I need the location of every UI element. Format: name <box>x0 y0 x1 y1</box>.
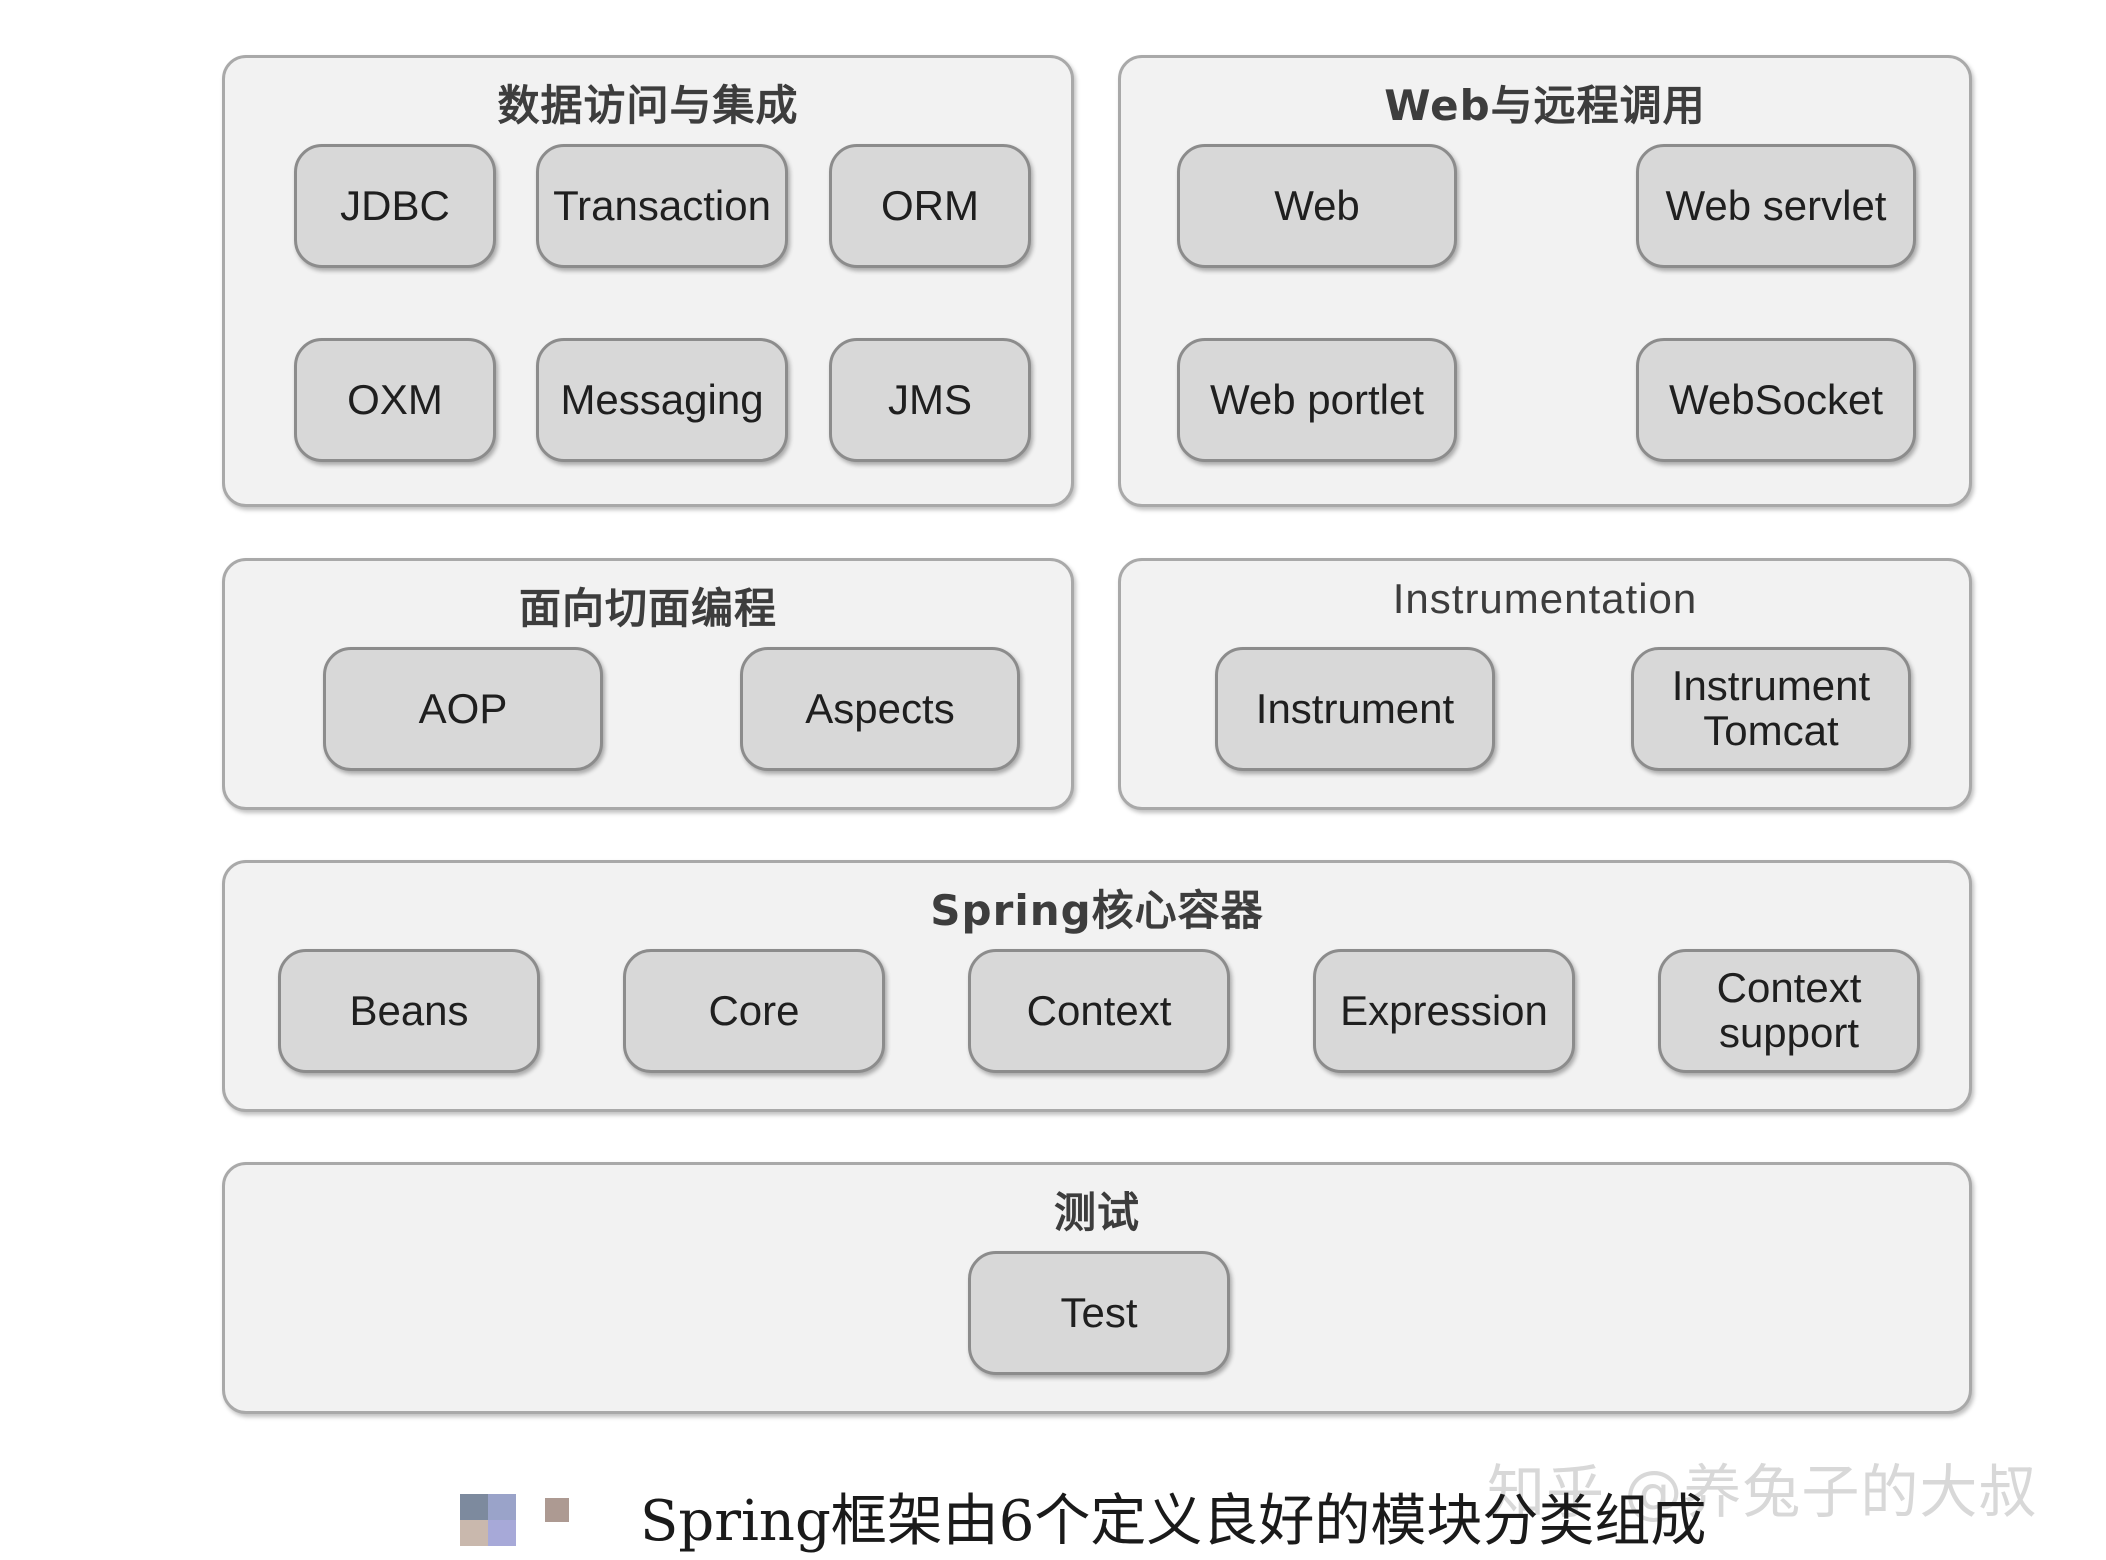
module-test: Test <box>968 1251 1230 1375</box>
caption-marker-icon <box>460 1494 516 1546</box>
group-title-data-access: 数据访问与集成 <box>497 81 799 130</box>
module-aop: AOP <box>323 647 603 771</box>
group-instrumentation: Instrumentation Instrument Instrument To… <box>1118 558 1972 810</box>
group-title-web: Web与远程调用 <box>1384 81 1706 130</box>
module-jdbc: JDBC <box>294 144 496 268</box>
module-jms: JMS <box>829 338 1031 462</box>
figure-caption: Spring框架由6个定义良好的模块分类组成 <box>0 1474 2106 1560</box>
module-web-servlet: Web servlet <box>1636 144 1916 268</box>
caption-text: Spring框架由6个定义良好的模块分类组成 <box>640 1489 1707 1554</box>
module-instrument: Instrument <box>1215 647 1495 771</box>
module-messaging: Messaging <box>536 338 788 462</box>
group-title-instrumentation: Instrumentation <box>1392 575 1698 622</box>
module-orm: ORM <box>829 144 1031 268</box>
module-beans: Beans <box>278 949 540 1073</box>
module-websocket: WebSocket <box>1636 338 1916 462</box>
group-aop: 面向切面编程 AOP Aspects <box>222 558 1074 810</box>
caption-marker-small-icon <box>545 1498 569 1522</box>
group-title-test: 测试 <box>1053 1188 1140 1237</box>
module-expression: Expression <box>1313 949 1575 1073</box>
module-transaction: Transaction <box>536 144 788 268</box>
module-instrument-tomcat: Instrument Tomcat <box>1631 647 1911 771</box>
module-web-portlet: Web portlet <box>1177 338 1457 462</box>
group-data-access: 数据访问与集成 JDBC Transaction ORM OXM Messagi… <box>222 55 1074 507</box>
group-core-container: Spring核心容器 Beans Core Context Expression… <box>222 860 1972 1112</box>
watermark: 知乎 @养兔子的大叔 <box>1487 1458 2038 1526</box>
module-context: Context <box>968 949 1230 1073</box>
group-web: Web与远程调用 Web Web servlet Web portlet Web… <box>1118 55 1972 507</box>
module-context-support: Context support <box>1658 949 1920 1073</box>
group-test: 测试 Test <box>222 1162 1972 1414</box>
module-aspects: Aspects <box>740 647 1020 771</box>
group-title-aop: 面向切面编程 <box>518 584 777 633</box>
group-title-core: Spring核心容器 <box>930 886 1264 935</box>
module-oxm: OXM <box>294 338 496 462</box>
module-web: Web <box>1177 144 1457 268</box>
module-core: Core <box>623 949 885 1073</box>
